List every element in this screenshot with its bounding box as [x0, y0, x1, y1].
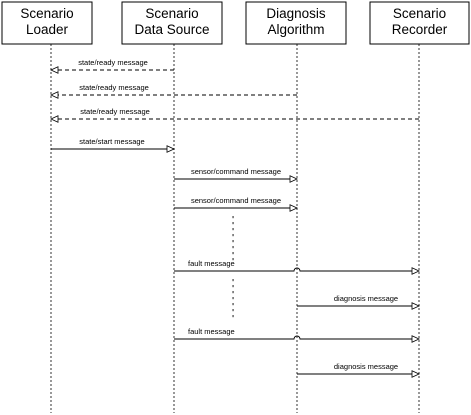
- participant-box: [1, 1, 93, 45]
- message-arrow: fault message: [174, 327, 420, 343]
- gap-dot: [232, 303, 234, 306]
- message-label: fault message: [188, 259, 235, 268]
- gap-dot: [232, 291, 234, 294]
- message-arrow: diagnosis message: [297, 362, 420, 378]
- gap-dot: [232, 252, 234, 255]
- gap-dot: [232, 309, 234, 312]
- participant-box: [245, 1, 347, 45]
- participant-label-line2: Data Source: [134, 22, 209, 37]
- lifelines: [50, 44, 420, 413]
- gap-dot: [232, 315, 234, 318]
- gap-dot: [232, 228, 234, 231]
- message-arrow: state/ready message: [50, 58, 174, 74]
- message-label: state/ready message: [79, 83, 149, 92]
- message-label: state/start message: [79, 137, 144, 146]
- message-line: [174, 335, 413, 340]
- message-label: sensor/command message: [191, 196, 281, 205]
- arrowhead: [289, 175, 298, 183]
- message-label: state/ready message: [80, 107, 150, 116]
- gap-dot: [232, 246, 234, 249]
- message-line: [174, 267, 413, 272]
- gap-dot: [232, 234, 234, 237]
- participant-label-line1: Scenario: [145, 6, 198, 21]
- message-arrow: sensor/command message: [174, 196, 298, 212]
- gap-dot: [232, 297, 234, 300]
- arrowhead: [411, 267, 420, 275]
- message-label: fault message: [188, 327, 235, 336]
- arrowhead: [289, 204, 298, 212]
- message-arrow: state/start message: [51, 137, 175, 153]
- messages: state/ready message state/ready message st…: [50, 58, 420, 378]
- arrowhead: [50, 66, 59, 74]
- participant-label-line1: Diagnosis: [266, 6, 326, 21]
- participant-box: [121, 1, 223, 45]
- gap-dot: [232, 285, 234, 288]
- gap-dot: [232, 279, 234, 282]
- message-arrow: sensor/command message: [174, 167, 298, 183]
- message-arrow: state/ready message: [50, 83, 297, 99]
- arrowhead: [411, 370, 420, 378]
- gap-dot: [232, 258, 234, 261]
- message-arrow: state/ready message: [50, 107, 419, 123]
- participant-box: [369, 1, 470, 45]
- gap-dot: [232, 240, 234, 243]
- arrowhead: [166, 145, 175, 153]
- participant-label-line1: Scenario: [393, 6, 446, 21]
- participant-label-line2: Recorder: [392, 22, 448, 37]
- arrowhead: [411, 302, 420, 310]
- gap-dot: [232, 222, 234, 225]
- message-label: diagnosis message: [334, 362, 398, 371]
- message-label: sensor/command message: [191, 167, 281, 176]
- arrowhead: [411, 335, 420, 343]
- gap-dot: [232, 216, 234, 219]
- participant-label-line2: Loader: [26, 22, 69, 37]
- message-arrow: diagnosis message: [297, 294, 420, 310]
- participant-label-line2: Algorithm: [267, 22, 324, 37]
- participant-label-line1: Scenario: [20, 6, 73, 21]
- time-gap-markers: [232, 216, 234, 318]
- message-label: state/ready message: [78, 58, 148, 67]
- message-label: diagnosis message: [334, 294, 398, 303]
- message-arrow: fault message: [174, 259, 420, 275]
- arrowhead: [50, 115, 59, 123]
- arrowhead: [50, 91, 59, 99]
